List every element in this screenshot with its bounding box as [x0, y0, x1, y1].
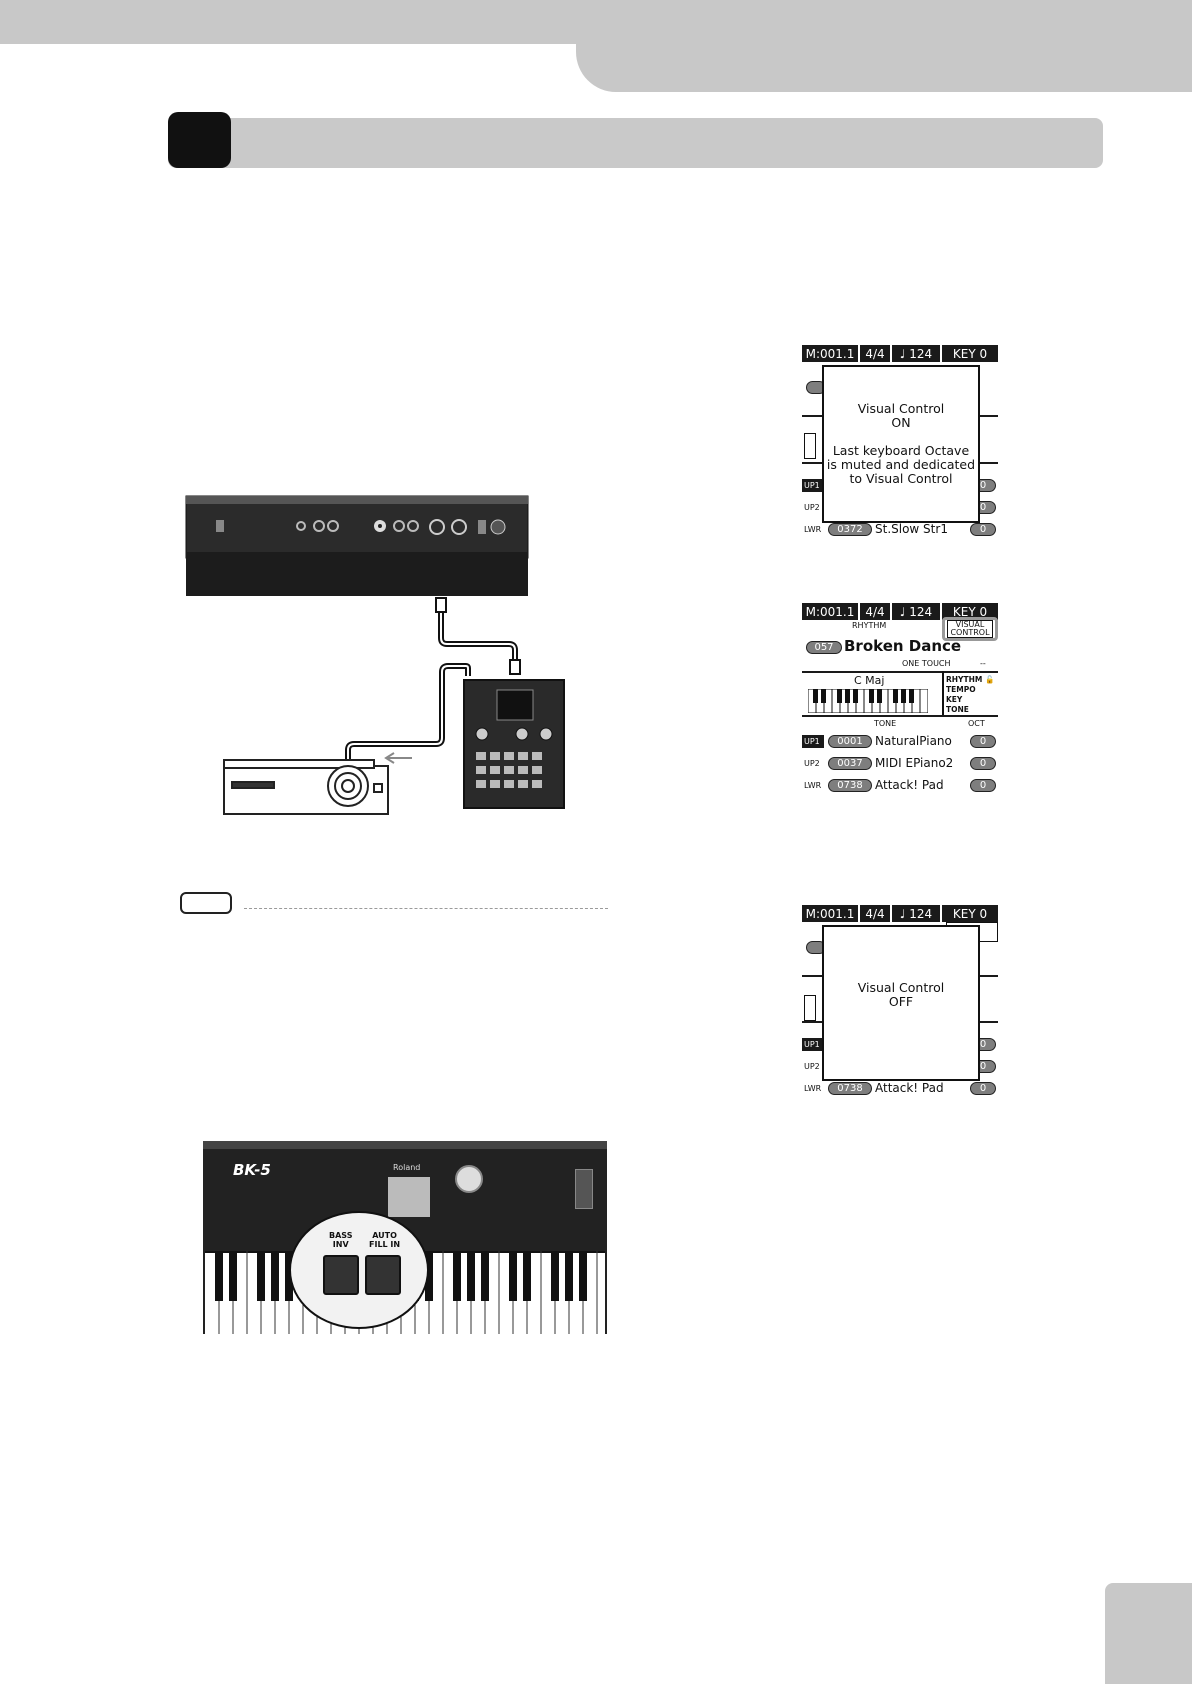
note-tag	[180, 892, 232, 914]
tempo-readout: ♩ 124	[892, 345, 942, 362]
instrument-rear-panel	[185, 495, 529, 559]
time-signature: 4/4	[860, 905, 892, 922]
tone-name: St.Slow Str1	[875, 522, 948, 536]
visual-control-on-popup: Visual Control ON Last keyboard Octave i…	[822, 365, 980, 523]
measure-readout: M:001.1	[802, 603, 860, 620]
lock-label: KEY	[946, 695, 963, 704]
note-divider	[244, 908, 608, 909]
lock-list: RHYTHM 🔓 TEMPO KEY TONE	[946, 675, 995, 714]
lcd-visual-control-on: M:001.1 4/4 ♩ 124 KEY 0 UP1 0 UP2 0 LWR …	[802, 345, 998, 537]
tone-name: MIDI EPiano2	[875, 756, 954, 770]
lock-label: RHYTHM	[946, 675, 983, 684]
one-touch-label: ONE TOUCH	[902, 659, 951, 668]
brand-logo: Roland	[393, 1163, 421, 1172]
lcd-status-bar: M:001.1 4/4 ♩ 124 KEY 0	[802, 905, 998, 922]
tone-name: Attack! Pad	[875, 1081, 944, 1095]
lcd-main-screen: M:001.1 4/4 ♩ 124 KEY 0 RHYTHM VISUAL CO…	[802, 603, 998, 795]
visual-control-off-popup: Visual Control OFF	[822, 925, 980, 1081]
measure-readout: M:001.1	[802, 345, 860, 362]
button-label: FILL IN	[369, 1240, 401, 1249]
lock-label: TONE	[946, 705, 969, 714]
time-signature: 4/4	[860, 603, 892, 620]
header-tab	[576, 30, 1192, 92]
button-label: AUTO	[372, 1231, 397, 1240]
lcd-status-bar: M:001.1 4/4 ♩ 124 KEY 0	[802, 603, 998, 620]
part-label-lwr: LWR	[804, 781, 822, 790]
lock-label: TEMPO	[946, 685, 976, 694]
button-label: BASS	[329, 1231, 353, 1240]
dial	[455, 1165, 483, 1193]
keyboard-diagram	[804, 995, 816, 1021]
badge-line: CONTROL	[950, 628, 990, 637]
octave-pill: 0	[970, 779, 996, 792]
auto-fill-in-button[interactable]	[365, 1255, 401, 1295]
rhythm-label: RHYTHM	[852, 621, 887, 630]
popup-line: Last keyboard Octave	[832, 443, 970, 458]
tone-number-pill: 0037	[828, 757, 872, 770]
tempo-readout: ♩ 124	[892, 603, 942, 620]
connection-diagram	[185, 495, 565, 815]
popup-line: is muted and dedicated	[826, 457, 976, 472]
oct-label: OCT	[968, 719, 985, 728]
chord-readout: C Maj	[854, 674, 885, 687]
part-label-up1: UP1	[802, 479, 824, 492]
one-touch-value: --	[980, 659, 986, 668]
popup-line: Visual Control	[857, 980, 945, 995]
part-label-up2: UP2	[804, 759, 820, 768]
keyboard-diagram	[804, 433, 816, 459]
lcd-display	[388, 1177, 430, 1217]
key-readout: KEY 0	[952, 906, 988, 921]
button-callout: BASS INV AUTO FILL IN	[289, 1211, 429, 1329]
lcd-visual-control-off: M:001.1 4/4 ♩ 124 KEY 0 UP1 0 UP2 0 LWR …	[802, 905, 998, 1097]
part-label-up2: UP2	[804, 1062, 820, 1071]
measure-readout: M:001.1	[802, 905, 860, 922]
key-readout: KEY 0	[952, 604, 988, 619]
tone-label: TONE	[874, 719, 897, 728]
tone-name: Attack! Pad	[875, 778, 944, 792]
part-label-lwr: LWR	[804, 1084, 822, 1093]
section-number-box	[168, 112, 231, 168]
tone-name: NaturalPiano	[875, 734, 952, 748]
popup-line: ON	[891, 415, 911, 430]
keyboard-photo: BK-5 Roland BASS INV AUTO FILL IN	[203, 1141, 607, 1334]
tone-number-pill: 0372	[828, 523, 872, 536]
lcd-status-bar: M:001.1 4/4 ♩ 124 KEY 0	[802, 345, 998, 362]
visual-control-badge: VISUAL CONTROL	[942, 617, 998, 641]
part-label-up2: UP2	[804, 503, 820, 512]
octave-pill: 0	[970, 757, 996, 770]
midi-cable	[438, 598, 518, 662]
button-label: INV	[332, 1240, 349, 1249]
part-label-up1: UP1	[802, 1038, 824, 1051]
tone-number-pill: 0001	[828, 735, 872, 748]
keyboard-diagram	[808, 689, 928, 713]
rhythm-number-pill: 057	[806, 641, 842, 654]
part-label-lwr: LWR	[804, 525, 822, 534]
part-label-up1: UP1	[802, 735, 824, 748]
page-corner-tab	[1105, 1583, 1192, 1684]
popup-line: Visual Control	[857, 401, 945, 416]
popup-line: OFF	[888, 994, 914, 1009]
badge-line: VISUAL	[955, 620, 985, 629]
section-heading-bar	[168, 118, 1103, 168]
popup-line: to Visual Control	[849, 471, 953, 486]
rhythm-name: Broken Dance	[844, 637, 962, 655]
signal-arrow	[384, 752, 412, 764]
tempo-readout: ♩ 124	[892, 905, 942, 922]
time-signature: 4/4	[860, 345, 892, 362]
octave-pill: 0	[970, 1082, 996, 1095]
tone-number-pill: 0738	[828, 779, 872, 792]
tone-number-pill: 0738	[828, 1082, 872, 1095]
projector	[223, 759, 389, 815]
octave-pill: 0	[970, 735, 996, 748]
octave-pill: 0	[970, 523, 996, 536]
model-logo: BK-5	[233, 1161, 271, 1179]
key-readout: KEY 0	[952, 346, 988, 361]
bass-inv-button[interactable]	[323, 1255, 359, 1295]
